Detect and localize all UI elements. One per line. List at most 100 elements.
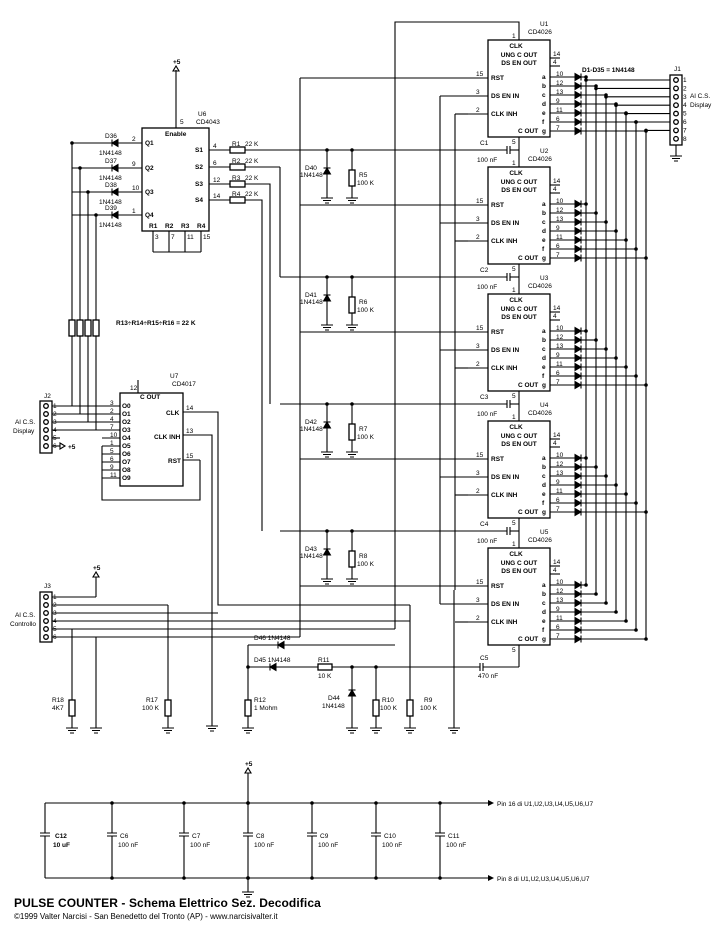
- pin-name: Q3: [145, 189, 154, 196]
- diode-icon: [574, 226, 582, 236]
- diode-icon: [574, 353, 582, 363]
- pin-name: UNG C OUT: [501, 306, 538, 313]
- pin-name: R1: [149, 223, 158, 230]
- pin-number: 5: [512, 520, 516, 527]
- diode-value: 1N4148: [99, 199, 122, 206]
- pin-number: 2: [683, 85, 687, 92]
- pin-number: 5: [53, 435, 57, 442]
- pin-number: 4: [53, 618, 57, 625]
- diode-ref: D42: [305, 419, 317, 426]
- diode-icon: [574, 634, 582, 644]
- pin-name: RST: [491, 329, 504, 336]
- resistor-value: 100 K: [357, 180, 375, 187]
- pin-number: 12: [130, 385, 138, 392]
- capacitor-ref: C11: [448, 833, 460, 840]
- pin-number: 6: [110, 456, 114, 463]
- capacitor-icon: [179, 832, 189, 837]
- diode-value: 1N4148: [99, 222, 122, 229]
- diode-ref: D44: [328, 695, 340, 702]
- resistor-icon: [317, 663, 333, 671]
- resistor-icon: [372, 699, 380, 717]
- junction-dot: [438, 876, 442, 880]
- diode-icon: [111, 210, 119, 220]
- ground-icon: [90, 727, 102, 734]
- pin-number: 14: [553, 559, 561, 566]
- diode-icon: [574, 117, 582, 127]
- diode-icon: [111, 163, 119, 173]
- connector-ref: J1: [674, 66, 681, 73]
- segment-name: g: [542, 128, 546, 135]
- clk-wire: [200, 411, 410, 606]
- diode-icon: [574, 208, 582, 218]
- pin-number: 5: [180, 119, 184, 126]
- diode-icon: [574, 480, 582, 490]
- segment-name: a: [542, 74, 546, 81]
- diode-icon: [574, 589, 582, 599]
- junction-dot: [584, 78, 588, 82]
- resistor-value: 100 K: [357, 307, 375, 314]
- capacitor-value: 100 nF: [477, 538, 497, 545]
- pin-number: 2: [132, 136, 136, 143]
- pin-name: CLK: [509, 43, 523, 50]
- capacitor-ref: C5: [480, 655, 489, 662]
- inh-wire: [200, 434, 213, 720]
- supply-label: +5: [93, 565, 101, 572]
- diode-icon: [322, 294, 332, 302]
- pin-name: RST: [491, 456, 504, 463]
- pin-name: RST: [491, 583, 504, 590]
- connector-pin-icon: [43, 419, 49, 425]
- segment-name: f: [542, 627, 545, 634]
- resistor-icon: [229, 146, 246, 154]
- capacitor-value: 100 nF: [382, 842, 402, 849]
- connector-ref: J3: [44, 583, 51, 590]
- copyright-credit: ©1999 Valter Narcisi - San Benedetto del…: [14, 912, 278, 921]
- pin-name: DS EN OUT: [501, 314, 536, 321]
- diode-value: 1N4148: [99, 150, 122, 157]
- connector-pin-icon: [43, 427, 49, 433]
- junction-dot: [70, 141, 74, 145]
- diode-icon: [574, 326, 582, 336]
- junction-dot: [614, 103, 618, 107]
- pin-number: 15: [476, 71, 484, 78]
- diode-icon: [574, 244, 582, 254]
- ground-icon: [346, 197, 358, 204]
- resistor-value: 100 K: [420, 705, 438, 712]
- segment-name: b: [542, 83, 546, 90]
- counter-chip-u1: [487, 39, 551, 138]
- connector-pin-icon: [673, 135, 679, 142]
- pin-name: Q4: [145, 212, 154, 219]
- segment-name: b: [542, 591, 546, 598]
- connector-pin-icon: [43, 411, 49, 417]
- pin-name: RST: [491, 202, 504, 209]
- arrow-right-icon: [488, 800, 494, 806]
- diode-icon: [574, 99, 582, 109]
- connector-j3: [39, 591, 53, 643]
- resistor-ref: R11: [318, 657, 330, 664]
- pin-name: R3: [181, 223, 190, 230]
- segment-name: c: [542, 219, 546, 226]
- resistor-value: 22 K: [245, 191, 259, 198]
- capacitor-icon: [506, 400, 511, 408]
- pin-name: UNG C OUT: [501, 560, 538, 567]
- pin-name: DS EN OUT: [501, 60, 536, 67]
- pin-number: 1: [512, 287, 516, 294]
- diode-ref: D43: [305, 546, 317, 553]
- junction-dot: [374, 801, 378, 805]
- title-block: PULSE COUNTER - Schema Elettrico Sez. De…: [14, 896, 321, 921]
- chip-ref: U1: [540, 21, 549, 28]
- pin-number: 13: [556, 343, 564, 350]
- pin-name: O3: [122, 427, 131, 434]
- junction-dot: [634, 120, 638, 124]
- pin-number: 14: [553, 51, 561, 58]
- resistor-value: 100 K: [380, 705, 398, 712]
- connector-pin-icon: [43, 634, 49, 640]
- pull-note: R13÷R14÷R15÷R16 = 22 K: [116, 320, 196, 327]
- capacitor-ref: C12: [55, 833, 67, 840]
- pin-number: 7: [556, 506, 560, 513]
- pin-number: 6: [556, 370, 560, 377]
- pin-number: 14: [553, 305, 561, 312]
- diode-value: 1N4148: [300, 299, 323, 306]
- pin-name: UNG C OUT: [501, 179, 538, 186]
- diode-value: 1N4148: [300, 172, 323, 179]
- pin-name: DS EN IN: [491, 601, 519, 608]
